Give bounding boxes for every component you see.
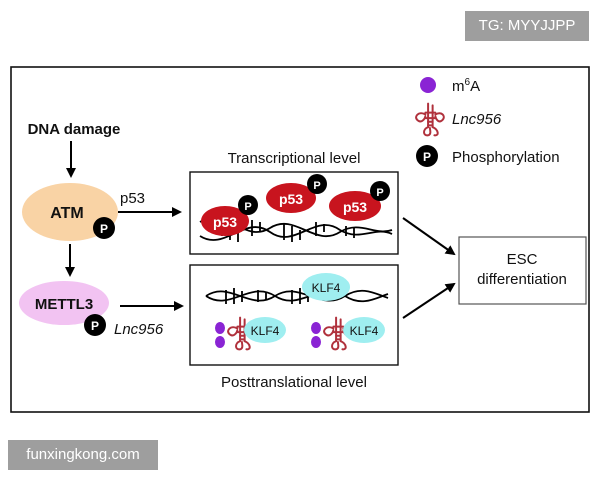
legend-lnc956: Lnc956 <box>452 111 502 128</box>
edge-label-p53: p53 <box>120 190 145 207</box>
transcriptional-title: Transcriptional level <box>228 150 361 167</box>
p53-label-3: p53 <box>343 199 367 215</box>
atm-phospho-letter: P <box>100 222 108 236</box>
p53-protein-2 <box>266 183 316 213</box>
esc-label-line1: ESC <box>507 251 538 268</box>
klf4-label-right: KLF4 <box>350 324 379 338</box>
dna-damage-label: DNA damage <box>28 121 121 138</box>
legend: m6A Lnc956 P Phosphorylation <box>415 77 560 167</box>
klf4-label-top: KLF4 <box>312 281 341 295</box>
p53-protein-1 <box>201 206 249 236</box>
legend-m6a: m6A <box>452 77 480 95</box>
mettl3-label: METTL3 <box>35 296 93 313</box>
watermark-top: TG: MYYJJPP <box>465 11 589 41</box>
m6a-mark-icon <box>215 336 225 348</box>
p53-protein-3 <box>329 191 381 221</box>
dna-helix-posttranslational <box>205 288 389 304</box>
mettl3-phospho-letter: P <box>91 319 99 333</box>
legend-phosphorylation: Phosphorylation <box>452 149 560 166</box>
m6a-mark-icon <box>311 322 321 334</box>
mettl3-node <box>19 281 109 325</box>
phospho-legend-icon <box>416 145 438 167</box>
lncrna-icon <box>415 102 445 137</box>
p53-phospho-icon-2 <box>307 174 327 194</box>
klf4-protein-top <box>302 273 350 301</box>
m6a-dot-icon <box>420 77 436 93</box>
atm-phospho-icon <box>93 217 115 239</box>
p53-label-2: p53 <box>279 191 303 207</box>
p53-label-1: p53 <box>213 214 237 230</box>
arrow-transcriptional-esc <box>402 217 456 256</box>
outer-frame <box>10 66 590 413</box>
p53-phospho-letter-1: P <box>244 201 251 213</box>
posttranslational-title: Posttranslational level <box>221 374 367 391</box>
atm-label: ATM <box>50 205 83 222</box>
posttranslational-box <box>189 264 399 366</box>
klf4-label-left: KLF4 <box>251 324 280 338</box>
esc-differentiation-box <box>458 236 587 305</box>
arrow-posttranslational-esc <box>402 282 456 319</box>
edge-label-lnc956: Lnc956 <box>114 321 164 338</box>
p53-phospho-letter-2: P <box>313 180 320 192</box>
transcriptional-box <box>189 171 399 255</box>
klf4-protein-left <box>244 317 286 343</box>
phospho-legend-letter: P <box>423 150 431 164</box>
p53-phospho-letter-3: P <box>376 187 383 199</box>
p53-phospho-icon-3 <box>370 181 390 201</box>
p53-phospho-icon-1 <box>238 195 258 215</box>
esc-label-line2: differentiation <box>477 271 567 288</box>
m6a-mark-icon <box>311 336 321 348</box>
watermark-bottom: funxingkong.com <box>8 440 158 470</box>
klf4-protein-right <box>343 317 385 343</box>
m6a-mark-icon <box>215 322 225 334</box>
mettl3-phospho-icon <box>84 314 106 336</box>
